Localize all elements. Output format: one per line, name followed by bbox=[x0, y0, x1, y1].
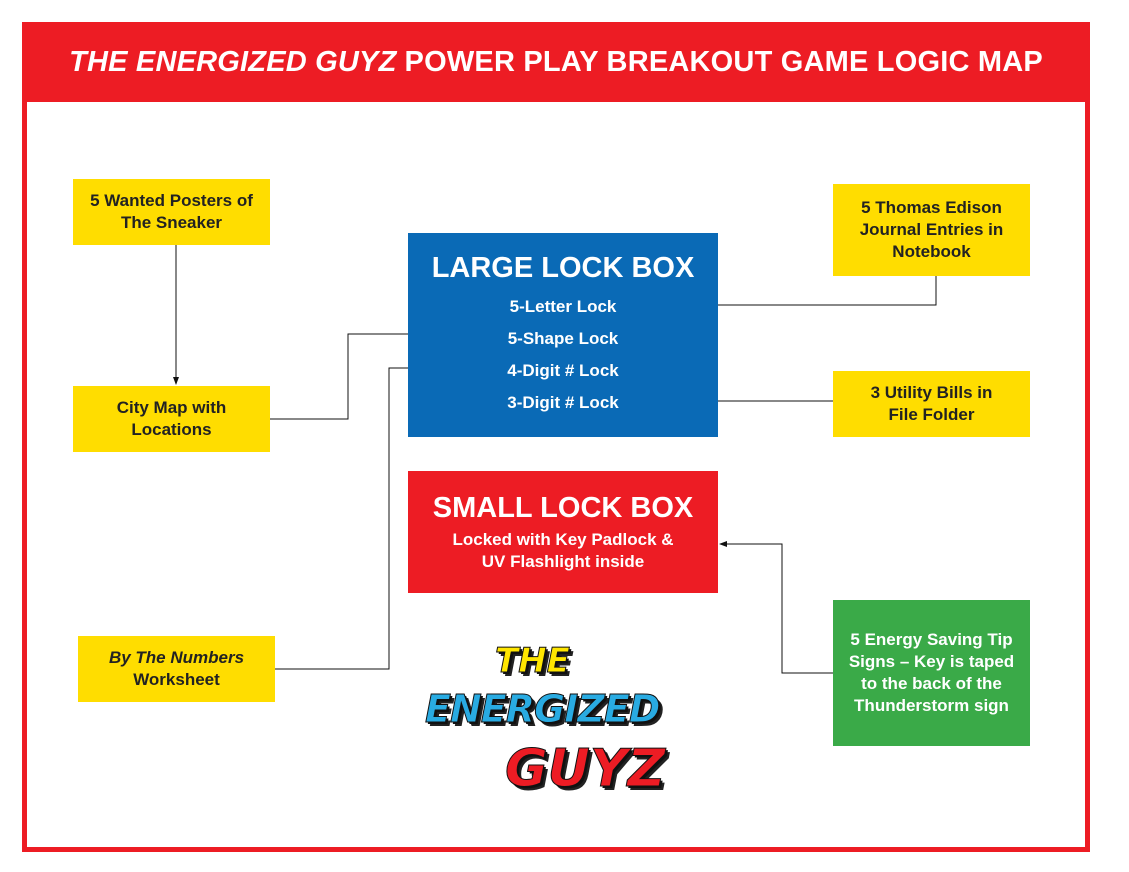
node-text: 3 Utility Bills in File Folder bbox=[870, 383, 993, 424]
node-city-map: City Map with Locations bbox=[73, 386, 270, 452]
node-wanted-posters: 5 Wanted Posters of The Sneaker bbox=[73, 179, 270, 245]
lock-5-letter: 5-Letter Lock bbox=[509, 297, 617, 316]
lock-5-shape: 5-Shape Lock bbox=[507, 329, 619, 348]
node-text: Worksheet bbox=[133, 670, 220, 689]
logo-line3: GUYZ bbox=[504, 739, 666, 799]
node-edison-journal: 5 Thomas Edison Journal Entries in Noteb… bbox=[833, 184, 1030, 276]
node-text: City Map with Locations bbox=[116, 398, 227, 439]
small-lock-box-title: SMALL LOCK BOX bbox=[432, 492, 694, 524]
energized-guyz-logo: THE ENERGIZED GUYZ bbox=[424, 640, 745, 820]
connector-edison-to-letter-lock bbox=[629, 276, 937, 308]
small-lock-box-desc: Locked with Key Padlock & UV Flashlight … bbox=[452, 530, 674, 571]
node-text-italic: By The Numbers bbox=[108, 648, 245, 667]
node-energy-tips: 5 Energy Saving Tip Signs – Key is taped… bbox=[833, 600, 1030, 746]
title-italic: THE ENERGIZED GUYZ bbox=[69, 45, 397, 78]
connector-energy-to-small-box bbox=[719, 541, 833, 674]
lock-4-digit: 4-Digit # Lock bbox=[507, 361, 619, 380]
small-lock-box: SMALL LOCK BOX Locked with Key Padlock &… bbox=[408, 471, 718, 593]
logo-line1: THE bbox=[495, 641, 571, 681]
large-lock-box-title: LARGE LOCK BOX bbox=[431, 252, 695, 284]
node-text: 5 Energy Saving Tip Signs – Key is taped… bbox=[848, 630, 1015, 715]
large-lock-box: LARGE LOCK BOX 5-Letter Lock 5-Shape Loc… bbox=[408, 233, 718, 437]
title-rest: POWER PLAY BREAKOUT GAME LOGIC MAP bbox=[404, 45, 1043, 78]
node-text: 5 Wanted Posters of The Sneaker bbox=[90, 191, 253, 232]
node-utility-bills: 3 Utility Bills in File Folder bbox=[833, 371, 1030, 437]
node-text: 5 Thomas Edison Journal Entries in Noteb… bbox=[859, 198, 1004, 261]
lock-3-digit: 3-Digit # Lock bbox=[507, 393, 619, 412]
logo-line2: ENERGIZED bbox=[424, 687, 660, 731]
